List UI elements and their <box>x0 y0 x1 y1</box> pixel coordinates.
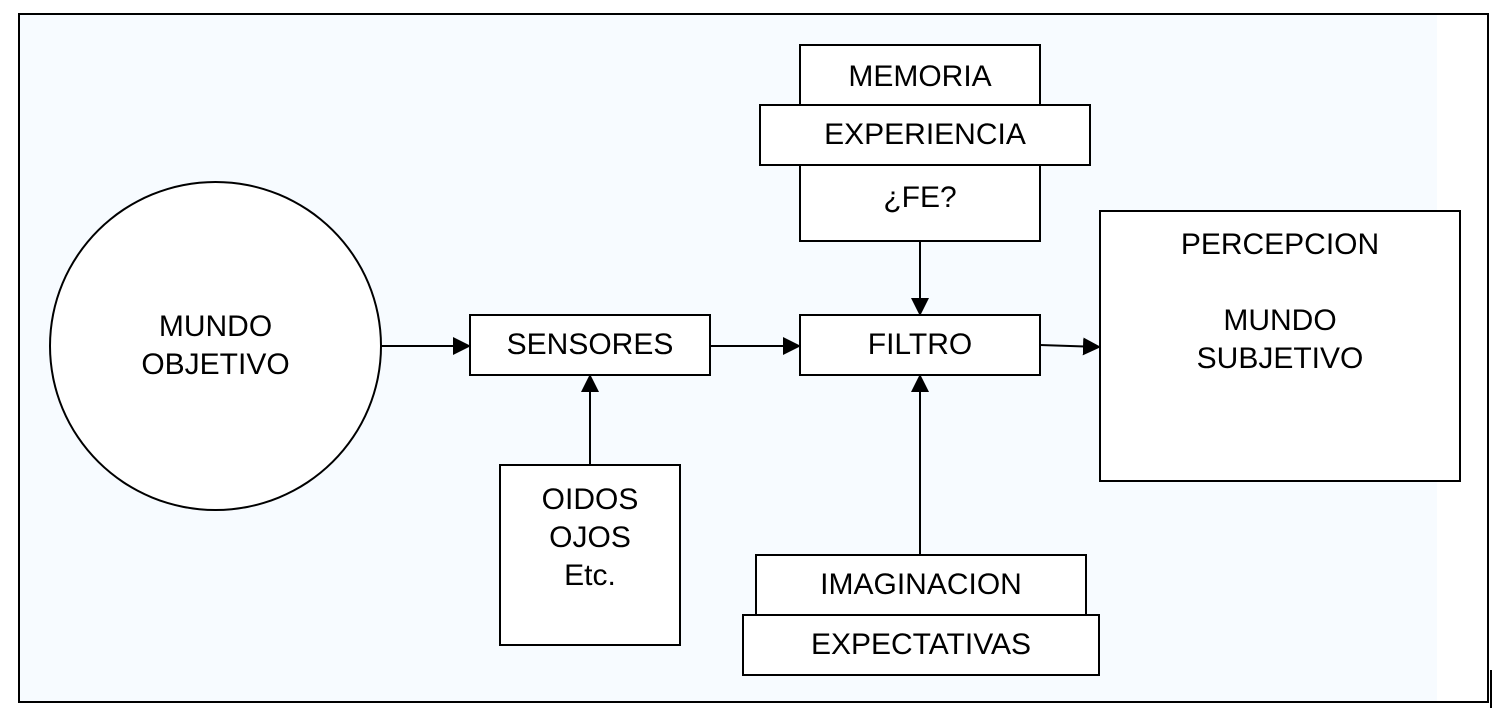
sensores-node: SENSORES <box>469 314 711 376</box>
experiencia-node: EXPERIENCIA <box>759 104 1091 166</box>
imaginacion-node: IMAGINACION <box>755 554 1087 616</box>
mundo-objetivo-node: MUNDO OBJETIVO <box>49 181 382 511</box>
filtro-node: FILTRO <box>799 314 1041 376</box>
fe-node: ¿FE? <box>801 164 1039 240</box>
oidos-ojos-node: OIDOS OJOS Etc. <box>499 464 681 646</box>
frame-edge-mark <box>1490 670 1492 708</box>
percepcion-node: PERCEPCION MUNDO SUBJETIVO <box>1099 210 1461 482</box>
expectativas-node: EXPECTATIVAS <box>742 614 1100 676</box>
arrow-filtro-to-percepcion <box>1039 337 1101 356</box>
